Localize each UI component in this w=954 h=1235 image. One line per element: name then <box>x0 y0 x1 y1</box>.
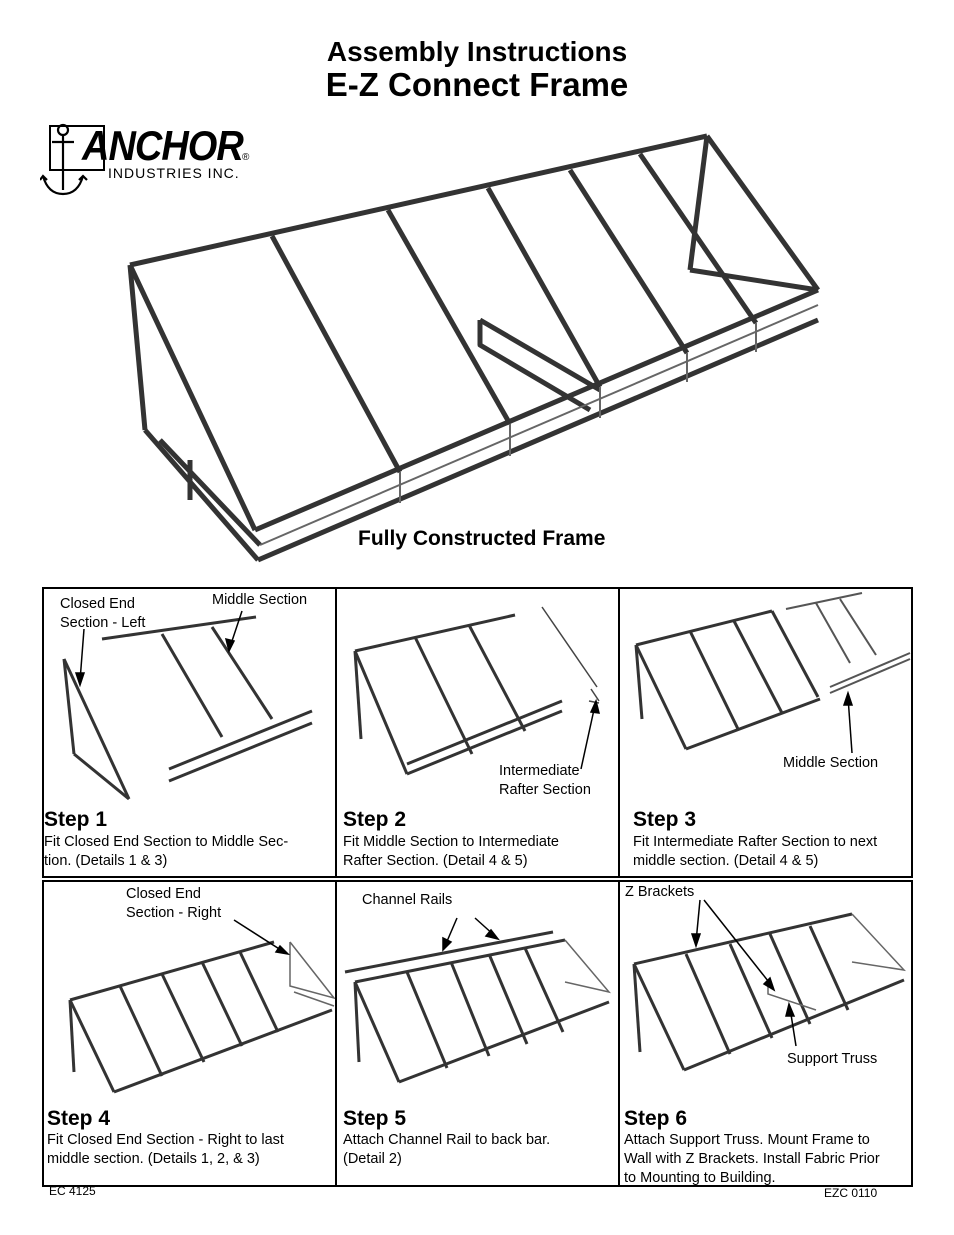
step-3-diagram <box>634 592 911 754</box>
step-4-panel: Closed End Section - Right Step 4 Fit Cl… <box>42 880 337 1187</box>
step-2-desc-line1: Fit Middle Section to Intermediate <box>343 834 559 850</box>
step-2-diagram <box>353 606 600 776</box>
page-title: Assembly Instructions <box>326 36 628 67</box>
step-1-desc-line1: Fit Closed End Section to Middle Sec- <box>44 834 289 850</box>
step-2-callout-rafter-section: Rafter Section <box>499 782 591 798</box>
step-6-callout-support-truss: Support Truss <box>787 1051 878 1067</box>
hero-caption: Fully Constructed Frame <box>358 527 606 550</box>
step-5-panel: Channel Rails Step 5 Attach Channel Rail… <box>335 880 620 1187</box>
step-6-desc-line1: Attach Support Truss. Mount Frame to <box>624 1132 870 1148</box>
step-3-panel: Middle Section Step 3 Fit Intermediate R… <box>618 587 913 878</box>
step-6-desc-line2: Wall with Z Brackets. Install Fabric Pri… <box>624 1151 880 1167</box>
step-4-callout-closed-end: Closed End <box>126 886 201 902</box>
step-6-callout-z-brackets: Z Brackets <box>625 884 695 900</box>
registered-mark: ® <box>242 152 250 163</box>
step-3-desc-line2: middle section. (Detail 4 & 5) <box>633 853 819 869</box>
step-5-desc-line1: Attach Channel Rail to back bar. <box>343 1132 551 1148</box>
step-3-desc-line1: Fit Intermediate Rafter Section to next <box>633 834 878 850</box>
step-2-callout-intermediate: Intermediate <box>499 763 580 779</box>
footer-right-code: EZC 0110 <box>824 1186 878 1200</box>
step-6-title: Step 6 <box>624 1107 688 1130</box>
step-5-diagram <box>344 917 612 1084</box>
step-4-callout-section-right: Section - Right <box>126 905 222 921</box>
anchor-icon <box>40 123 105 196</box>
step-2-title: Step 2 <box>343 808 407 831</box>
brand-subtitle: INDUSTRIES INC. <box>108 165 240 181</box>
brand-name: ANCHOR <box>82 123 244 171</box>
frame-illustration <box>127 133 821 563</box>
step-1-title: Step 1 <box>44 808 108 831</box>
step-4-desc-line1: Fit Closed End Section - Right to last <box>47 1132 284 1148</box>
step-4-title: Step 4 <box>47 1107 111 1130</box>
step-5-desc-line2: (Detail 2) <box>343 1151 402 1167</box>
step-4-desc-line2: middle section. (Details 1, 2, & 3) <box>47 1151 260 1167</box>
step-6-desc-line3: to Mounting to Building. <box>624 1170 776 1186</box>
step-2-panel: Intermediate Rafter Section Step 2 Fit M… <box>335 587 620 878</box>
step-5-title: Step 5 <box>343 1107 407 1130</box>
step-6-panel: Z Brackets Support Truss Step 6 Attach S… <box>618 880 913 1187</box>
step-3-callout-middle-section: Middle Section <box>783 755 879 771</box>
step-3-title: Step 3 <box>633 808 697 831</box>
step-1-callout-section-left: Section - Left <box>60 615 146 631</box>
page-subtitle: E-Z Connect Frame <box>325 66 629 103</box>
step-6-diagram <box>632 899 907 1072</box>
step-1-desc-line2: tion. (Details 1 & 3) <box>44 853 168 869</box>
step-4-diagram <box>68 919 335 1094</box>
step-1-callout-middle-section: Middle Section <box>212 592 308 608</box>
step-1-panel: Closed End Section - Left Middle Section… <box>42 587 337 878</box>
step-1-callout-closed-end: Closed End <box>60 596 135 612</box>
footer-left-code: EC 4125 <box>49 1184 96 1198</box>
step-5-callout-channel-rails: Channel Rails <box>362 892 453 908</box>
step-1-diagram <box>62 610 313 801</box>
step-2-desc-line2: Rafter Section. (Detail 4 & 5) <box>343 853 528 869</box>
